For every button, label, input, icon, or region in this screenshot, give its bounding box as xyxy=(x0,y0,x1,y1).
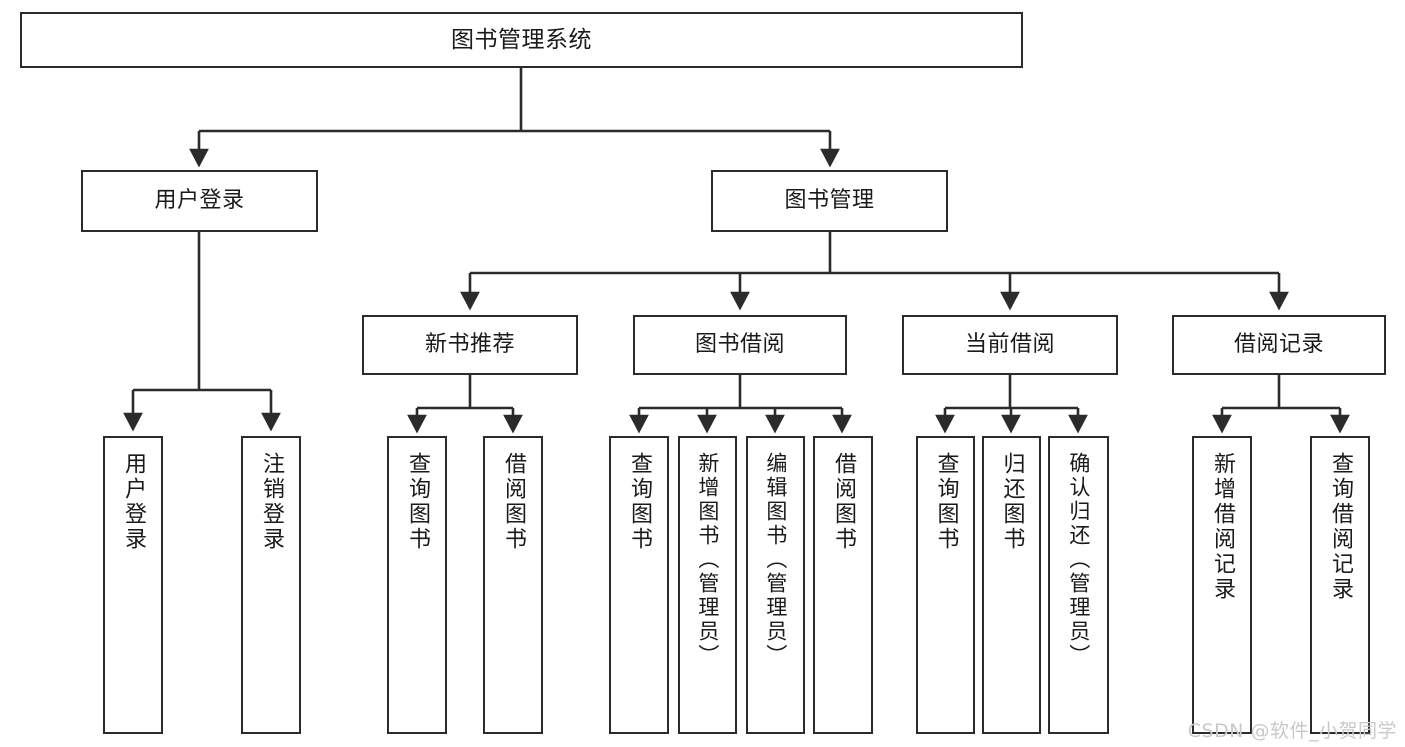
leaf-add-book-admin[interactable]: 新增图书（管理员） xyxy=(678,436,737,734)
node-label: 新增借阅记录 xyxy=(1209,452,1235,602)
node-label: 借阅记录 xyxy=(1233,332,1324,358)
node-label: 归还图书 xyxy=(999,452,1025,552)
leaf-user-login[interactable]: 用户登录 xyxy=(103,436,163,734)
node-label: 借阅图书 xyxy=(830,452,856,552)
node-user-login[interactable]: 用户登录 xyxy=(81,170,318,232)
node-label: 新增图书（管理员） xyxy=(695,452,720,668)
node-label: 查询图书 xyxy=(626,452,652,552)
node-label: 确认归还（管理员） xyxy=(1066,452,1091,668)
leaf-add-borrow-record[interactable]: 新增借阅记录 xyxy=(1192,436,1252,734)
leaf-query-book-borrow[interactable]: 查询图书 xyxy=(609,436,669,734)
leaf-borrow-book[interactable]: 借阅图书 xyxy=(813,436,873,734)
node-label: 借阅图书 xyxy=(500,452,526,552)
leaf-logout-login[interactable]: 注销登录 xyxy=(241,436,301,734)
node-label: 图书借阅 xyxy=(694,332,785,358)
node-label: 查询借阅记录 xyxy=(1327,452,1353,602)
node-new-book-recommend[interactable]: 新书推荐 xyxy=(362,315,578,375)
node-book-borrow[interactable]: 图书借阅 xyxy=(633,315,847,375)
node-current-borrow[interactable]: 当前借阅 xyxy=(902,315,1118,375)
leaf-query-borrow-record[interactable]: 查询借阅记录 xyxy=(1310,436,1370,734)
leaf-borrow-book-recommend[interactable]: 借阅图书 xyxy=(483,436,543,734)
node-label: 查询图书 xyxy=(933,452,959,552)
node-label: 图书管理 xyxy=(784,188,875,214)
leaf-return-book[interactable]: 归还图书 xyxy=(982,436,1041,734)
node-book-management-system[interactable]: 图书管理系统 xyxy=(20,12,1023,68)
node-label: 用户登录 xyxy=(120,452,146,552)
node-book-management[interactable]: 图书管理 xyxy=(711,170,948,232)
csdn-watermark: CSDN @软件_小贺同学 xyxy=(1187,720,1397,742)
node-label: 注销登录 xyxy=(258,452,284,552)
leaf-query-book-current[interactable]: 查询图书 xyxy=(916,436,975,734)
leaf-confirm-return-admin[interactable]: 确认归还（管理员） xyxy=(1048,436,1109,734)
node-label: 当前借阅 xyxy=(964,332,1055,358)
node-label: 新书推荐 xyxy=(424,332,515,358)
node-label: 编辑图书（管理员） xyxy=(763,452,788,668)
node-label: 图书管理系统 xyxy=(451,26,592,53)
node-label: 用户登录 xyxy=(154,188,245,214)
node-borrow-record[interactable]: 借阅记录 xyxy=(1172,315,1386,375)
node-label: 查询图书 xyxy=(404,452,430,552)
leaf-query-book-recommend[interactable]: 查询图书 xyxy=(387,436,447,734)
leaf-edit-book-admin[interactable]: 编辑图书（管理员） xyxy=(746,436,805,734)
